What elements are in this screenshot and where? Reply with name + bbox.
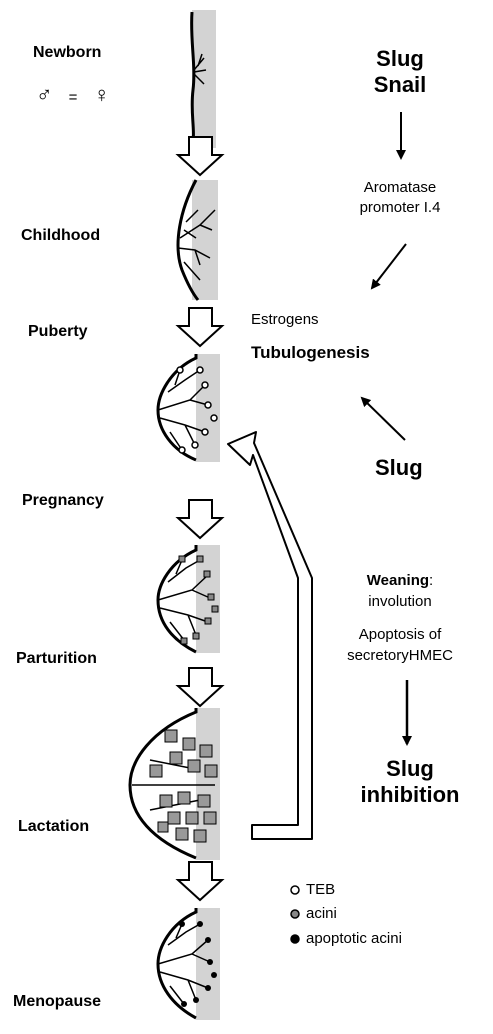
label-slug-snail: Slug Snail xyxy=(345,46,455,98)
label-aromatase: Aromatase promoter I.4 xyxy=(335,178,465,218)
gland-lactation xyxy=(130,708,220,860)
legend-symbols xyxy=(291,886,299,943)
stage-label-lactation: Lactation xyxy=(18,818,89,836)
gland-puberty xyxy=(158,354,220,462)
stage-label-newborn: Newborn xyxy=(33,44,101,62)
stage-label-puberty: Puberty xyxy=(28,323,88,341)
down-arrow xyxy=(178,862,222,900)
legend-acini-symbol xyxy=(291,910,299,918)
label-apoptosis: Apoptosis of secretoryHMEC xyxy=(330,624,470,666)
arrow-slug-to-tubulogenesis xyxy=(362,398,405,440)
label-estrogens: Estrogens xyxy=(251,311,319,328)
label-tubulogenesis: Tubulogenesis xyxy=(251,343,370,363)
stage-label-childhood: Childhood xyxy=(21,227,100,245)
male-icon: ♂ xyxy=(36,82,53,107)
female-icon: ♀ xyxy=(94,82,111,107)
label-involution: involution xyxy=(330,591,470,612)
legend-apoptotic-acini-symbol xyxy=(291,935,299,943)
down-arrow xyxy=(178,668,222,706)
label-weaning-colon: : xyxy=(429,572,433,589)
gland-childhood xyxy=(178,180,218,300)
gland-menopause xyxy=(158,908,220,1020)
label-weaning-bold: Weaning xyxy=(367,572,429,589)
equals-sign: = xyxy=(69,89,78,106)
label-aromatase-line2: promoter I.4 xyxy=(335,198,465,218)
label-slug-snail-line1: Slug xyxy=(345,46,455,72)
label-slug-inhibition-line2: inhibition xyxy=(340,782,480,808)
label-apoptosis-line2: secretoryHMEC xyxy=(330,645,470,666)
legend-label-acini: acini xyxy=(306,905,337,922)
gland-pregnancy xyxy=(158,545,220,653)
label-slug: Slug xyxy=(375,455,423,481)
legend-label-teb: TEB xyxy=(306,881,335,898)
sex-symbols: ♂ = ♀ xyxy=(36,82,110,108)
stage-label-pregnancy: Pregnancy xyxy=(22,492,104,510)
arrow-aromatase-to-estrogens xyxy=(372,244,406,288)
label-slug-inhibition-line1: Slug xyxy=(340,756,480,782)
label-weaning: Weaning: involution xyxy=(330,570,470,612)
legend-label-apoptotic-acini: apoptotic acini xyxy=(306,930,402,947)
return-arrow xyxy=(228,432,312,839)
down-arrow xyxy=(178,308,222,346)
label-slug-snail-line2: Snail xyxy=(345,72,455,98)
stage-label-menopause: Menopause xyxy=(13,993,101,1011)
label-slug-inhibition: Slug inhibition xyxy=(340,756,480,808)
down-arrow xyxy=(178,500,222,538)
label-apoptosis-line1: Apoptosis of xyxy=(330,624,470,645)
stage-label-parturition: Parturition xyxy=(16,650,97,668)
gland-newborn xyxy=(192,10,216,148)
legend-teb-symbol xyxy=(291,886,299,894)
label-aromatase-line1: Aromatase xyxy=(335,178,465,198)
